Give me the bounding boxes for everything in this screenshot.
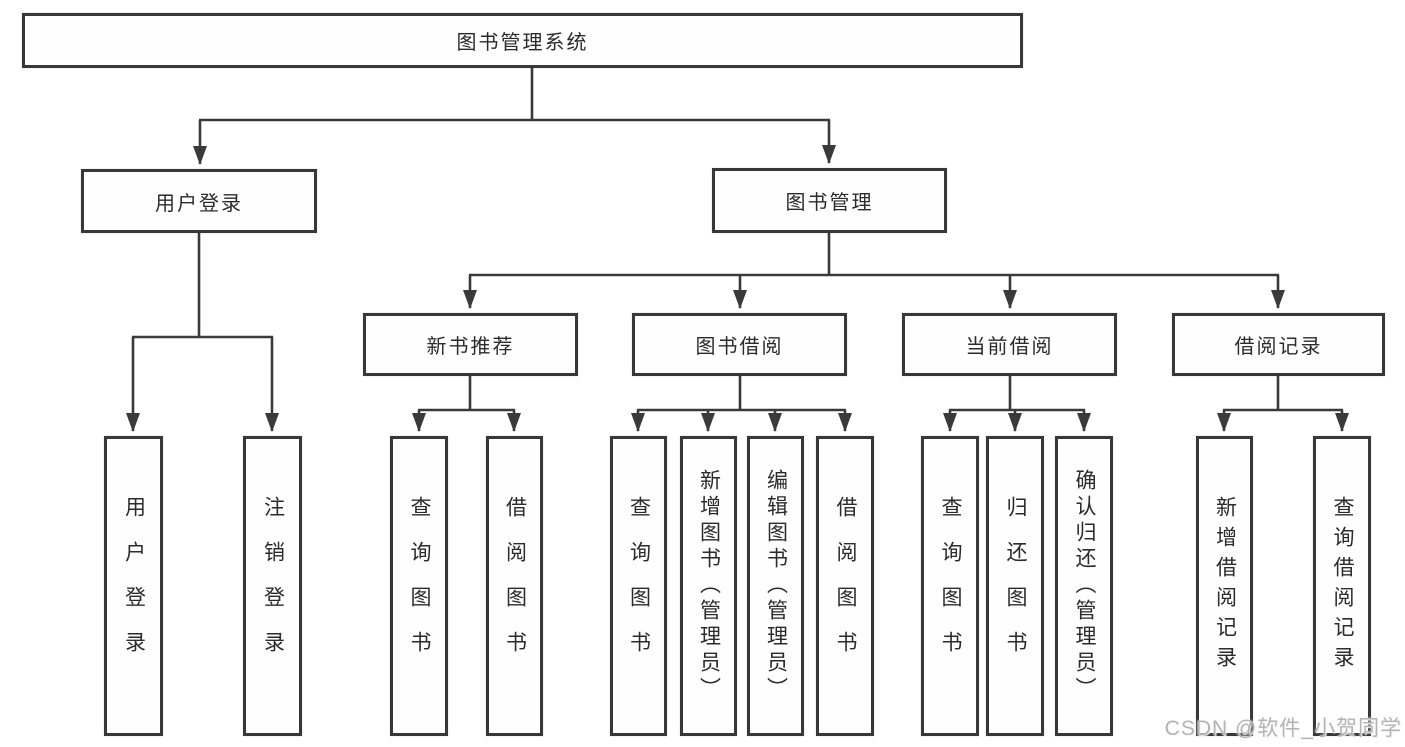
node-leaf-confirm-return-admin: 确认归还（管理员） [1055,436,1113,736]
node-leaf-user-login: 用户登录 [104,436,163,736]
node-borrow-records: 借阅记录 [1172,313,1385,376]
node-leaf-borrow-books-2: 借阅图书 [816,436,874,736]
node-leaf-query-borrow-record: 查询借阅记录 [1313,436,1371,736]
node-leaf-add-borrow-record: 新增借阅记录 [1196,436,1253,736]
node-current-borrow: 当前借阅 [902,313,1117,376]
node-leaf-edit-books-admin: 编辑图书（管理员） [747,436,804,736]
node-book-borrow: 图书借阅 [632,313,847,376]
node-leaf-logout: 注销登录 [243,436,302,736]
node-leaf-add-books-admin: 新增图书（管理员） [680,436,737,736]
node-leaf-return-books: 归还图书 [986,436,1044,736]
node-leaf-query-books-3: 查询图书 [921,436,979,736]
node-leaf-query-books-2: 查询图书 [610,436,667,736]
node-book-management: 图书管理 [712,168,947,233]
node-leaf-query-books-1: 查询图书 [390,436,448,736]
node-user-login: 用户登录 [81,169,317,233]
node-leaf-borrow-books-1: 借阅图书 [486,436,543,736]
node-root-system: 图书管理系统 [22,13,1023,68]
node-new-book-recommend: 新书推荐 [363,313,578,376]
csdn-watermark: CSDN @软件_小贺同学 [1164,717,1402,740]
